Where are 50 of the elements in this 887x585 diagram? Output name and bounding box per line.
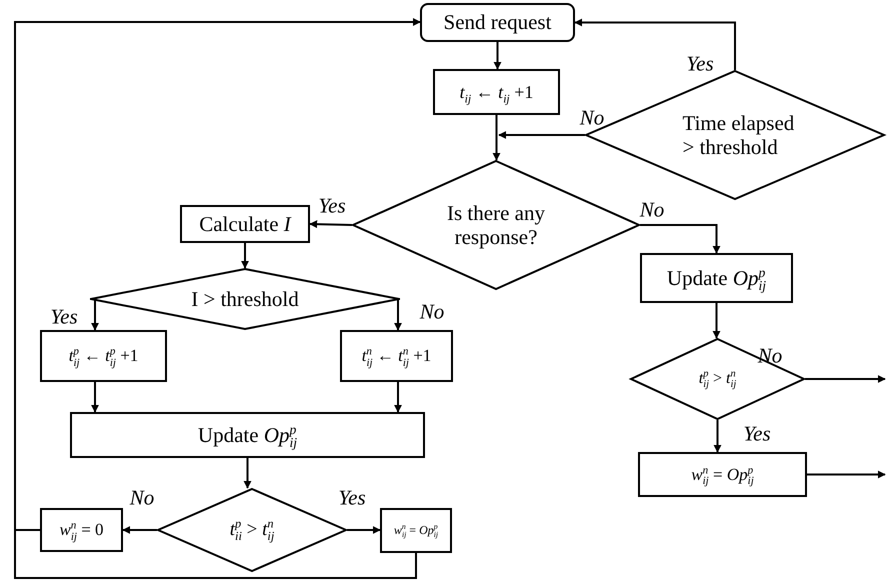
process-box: [70, 412, 425, 458]
decision-diamond: [352, 160, 640, 290]
arrow: [347, 526, 381, 534]
arrow: [714, 420, 722, 453]
edge-label: Yes: [743, 422, 771, 446]
edge-label: Yes: [50, 304, 78, 330]
arrow: [91, 382, 99, 413]
process-box: [433, 69, 560, 115]
process-text: t$^{p}$$_{ij}$ ← t$^{p}$$_{ij}$ +1: [68, 346, 138, 366]
arrow: [90, 298, 99, 331]
arrow: [574, 18, 736, 70]
edge-label: Yes: [338, 486, 366, 510]
edge-label: No: [130, 486, 154, 510]
process-text: t$^{n}$$_{ij}$ ← t$^{n}$$_{ij}$ +1: [362, 346, 432, 366]
arrow: [394, 382, 402, 413]
arrow: [640, 224, 720, 254]
process-text: t$_{ij}$ ← t$_{ij}$ +1: [460, 82, 534, 102]
process-box: [180, 205, 310, 243]
edge-label: No: [758, 344, 782, 368]
process-text: Send request: [444, 10, 552, 35]
edge-label: No: [420, 300, 444, 324]
decision-diamond: [90, 268, 400, 330]
process-box: [638, 452, 807, 497]
arrow: [498, 131, 585, 139]
edge-label: No: [580, 106, 604, 130]
process-box: [40, 508, 123, 552]
process-box: [40, 330, 167, 382]
arrow: [241, 243, 249, 269]
arrow: [122, 526, 157, 534]
arrow: [244, 458, 252, 489]
arrow: [492, 115, 500, 161]
arrow: [394, 298, 402, 331]
process-text: w$^{n}$$_{ij}$ = 0: [59, 520, 104, 540]
process-box: [640, 253, 793, 303]
send-request-box: [420, 3, 575, 42]
process-box: [340, 330, 453, 382]
process-box: [380, 508, 452, 553]
edge-label: No: [640, 198, 664, 222]
edge-label: Yes: [686, 52, 714, 76]
process-text: Calculate I: [199, 212, 291, 236]
decision-diamond: [630, 338, 805, 420]
arrow: [309, 220, 352, 228]
decision-text: Is there any response?: [446, 200, 546, 250]
arrow: [807, 470, 886, 478]
decision-text: I > threshold: [191, 286, 299, 312]
arrow: [494, 42, 502, 70]
decision-text: Time elapsed > threshold: [682, 110, 796, 160]
edge-label: Yes: [318, 194, 346, 218]
arrow: [805, 375, 886, 383]
arrow: [712, 303, 720, 339]
